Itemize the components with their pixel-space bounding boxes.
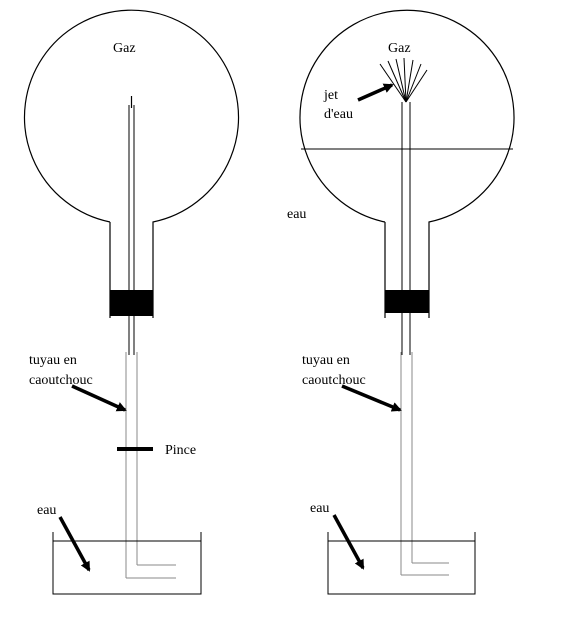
left-stopper (110, 290, 153, 316)
left-setup: Gaz tuyau en caoutchouc Pince eau (23, 9, 240, 595)
left-gas-label: Gaz (113, 41, 136, 56)
right-jet-arrow (357, 83, 394, 102)
right-tube-arrow (341, 384, 402, 412)
right-jet-label-line2: d'eau (324, 107, 353, 122)
right-tube-label-line1: tuyau en (302, 353, 350, 368)
right-tube-label-line2: caoutchouc (302, 373, 366, 388)
left-tube-label-line1: tuyau en (29, 353, 77, 368)
right-water-arrow (332, 514, 365, 570)
left-water-label: eau (37, 503, 56, 518)
left-clamp-label: Pince (165, 443, 196, 458)
right-beaker (327, 532, 476, 595)
right-water-label: eau (310, 501, 329, 516)
left-water-arrow (58, 516, 91, 572)
right-gas-label: Gaz (388, 41, 411, 56)
water-jet-icon (379, 57, 428, 103)
left-beaker (52, 532, 202, 595)
left-flask (23, 9, 240, 318)
right-jet-label-line1: jet (323, 88, 338, 103)
right-flask (299, 9, 515, 318)
right-stopper (385, 290, 429, 313)
right-setup: Gaz jet d'eau eau tuyau en caoutchouc ea… (287, 9, 515, 595)
left-tube-label-line2: caoutchouc (29, 373, 93, 388)
left-tube-arrow (71, 384, 127, 412)
right-flask-water-label: eau (287, 207, 306, 222)
